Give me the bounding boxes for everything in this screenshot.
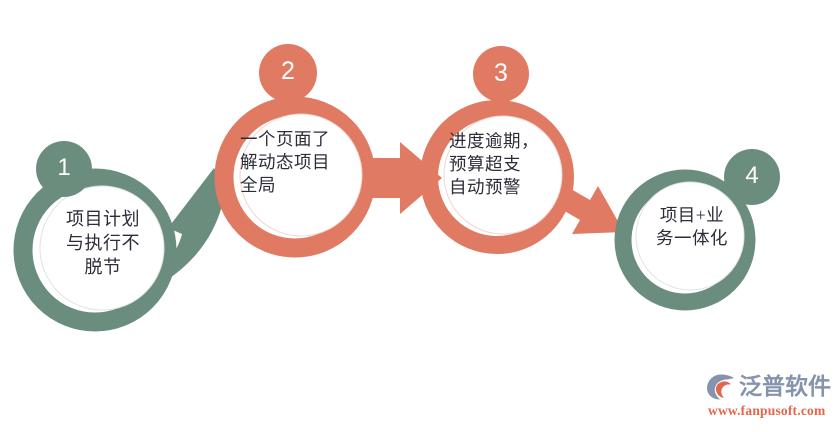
- fanpu-logo-url: www.fanpusoft.com: [708, 403, 826, 418]
- node-2-ring[interactable]: [214, 96, 376, 258]
- fanpu-logo-brand: 泛普软件: [739, 374, 831, 400]
- arrow-1-green: [152, 168, 238, 278]
- arrow-2-coral: [352, 142, 442, 214]
- fanpu-logo-mark: [707, 374, 734, 400]
- node-3-ring[interactable]: [420, 100, 574, 254]
- node-4-ring[interactable]: [614, 169, 756, 311]
- node-2-badge[interactable]: [259, 44, 317, 102]
- node-1-ring[interactable]: [13, 168, 177, 332]
- node-3-badge[interactable]: [473, 46, 529, 102]
- node-1-badge[interactable]: [36, 141, 92, 197]
- fanpu-logo: 泛普软件 www.fanpusoft.com: [706, 372, 834, 422]
- node-4-badge[interactable]: [724, 149, 780, 205]
